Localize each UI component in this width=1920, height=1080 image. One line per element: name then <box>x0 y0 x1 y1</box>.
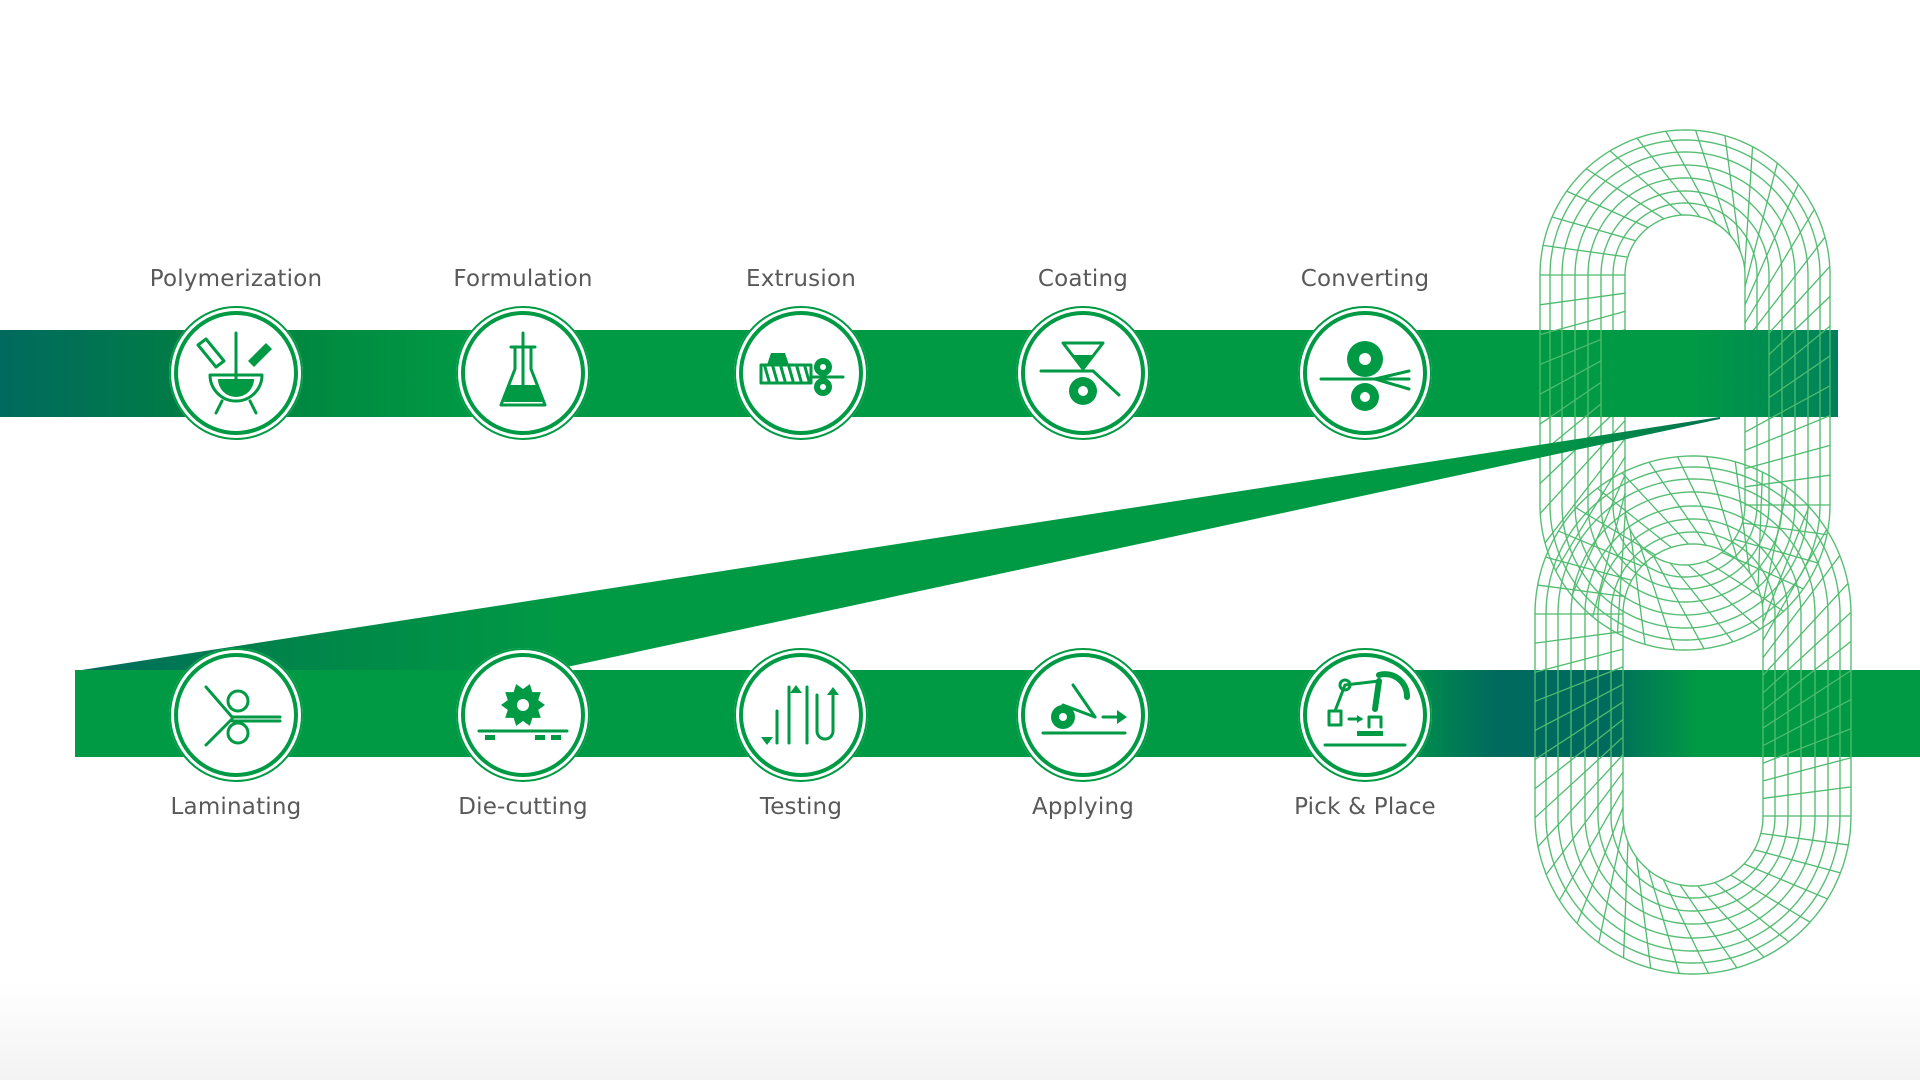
laminating-rollers-icon <box>169 648 303 782</box>
erlenmeyer-flask-icon <box>456 306 590 440</box>
coating-hopper-roller-icon <box>1016 306 1150 440</box>
step-label-formulation: Formulation <box>453 266 593 292</box>
top-flow-band <box>0 330 1838 417</box>
testing-arrows-icon <box>734 648 868 782</box>
step-label-extrusion: Extrusion <box>745 266 857 292</box>
reactor-flask-icon <box>169 306 303 440</box>
extruder-screw-icon <box>734 306 868 440</box>
step-label-die-cutting: Die-cutting <box>458 794 588 820</box>
wireframe-chain-link-icon <box>1534 455 1852 975</box>
wireframe-chain-link-icon <box>1539 330 1831 418</box>
bottom-flow-band <box>75 670 1920 757</box>
step-label-laminating: Laminating <box>170 794 302 820</box>
applying-roller-arrow-icon <box>1016 648 1150 782</box>
step-label-testing: Testing <box>759 794 843 820</box>
step-label-pick-and-place: Pick & Place <box>1294 794 1436 820</box>
step-label-converting: Converting <box>1300 266 1430 292</box>
step-label-polymerization: Polymerization <box>149 266 323 292</box>
step-label-coating: Coating <box>1037 266 1129 292</box>
step-label-applying: Applying <box>1031 794 1135 820</box>
die-cutting-gear-icon <box>456 648 590 782</box>
converting-rollers-icon <box>1298 306 1432 440</box>
diagonal-flow-band <box>75 417 1720 671</box>
robot-arm-icon <box>1298 648 1432 782</box>
